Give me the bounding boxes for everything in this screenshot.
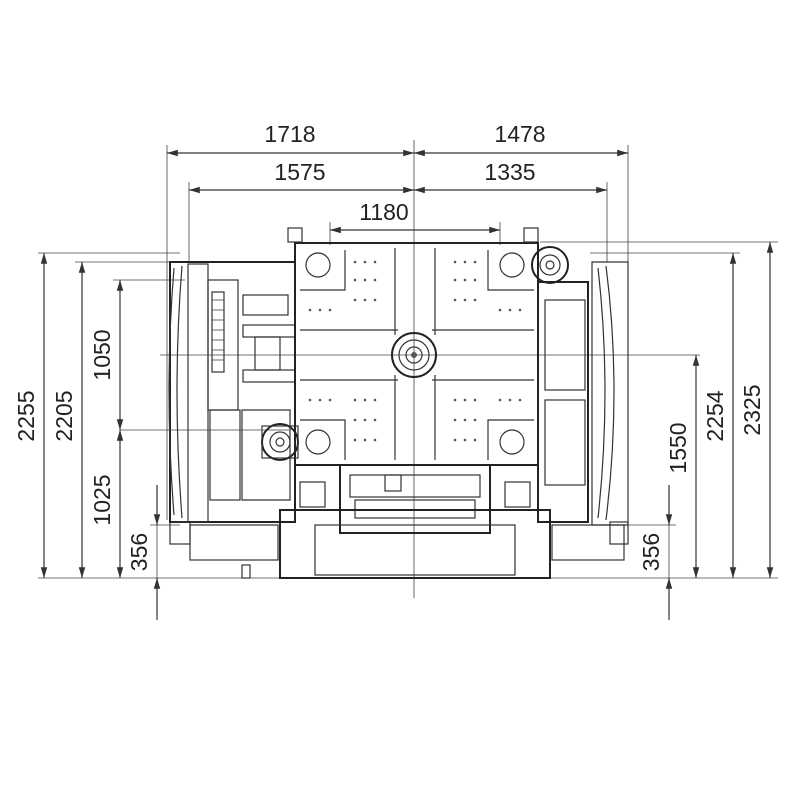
dim-label-2255: 2255: [13, 390, 39, 441]
dim-label-1575: 1575: [274, 159, 325, 185]
left-housing: [169, 261, 296, 523]
dim-label-2254: 2254: [702, 390, 728, 441]
left-motor-icon: [261, 423, 299, 461]
bottom-carriage: [339, 464, 491, 534]
connector-strip: [211, 291, 225, 373]
dim-label-1050: 1050: [89, 329, 115, 380]
dim-label-2325: 2325: [739, 384, 765, 435]
dim-label-1025: 1025: [89, 474, 115, 525]
worktable-dot-grid: [308, 260, 522, 442]
dim-label-1718: 1718: [264, 121, 315, 147]
right-dimensions: 2325 2254 1550 356: [540, 241, 778, 620]
base-block: [279, 509, 551, 579]
dim-label-356-left: 356: [126, 533, 152, 571]
dim-label-1478: 1478: [494, 121, 545, 147]
machine-body: [168, 227, 629, 579]
left-dimensions: 2255 2205 1050 1025 356: [13, 252, 560, 620]
dim-label-1335: 1335: [484, 159, 535, 185]
top-dimensions: 1718 1478 1575 1335 1180: [166, 121, 629, 520]
worktable-slots: [300, 248, 534, 460]
right-housing: [537, 281, 589, 523]
dim-label-356-right: 356: [638, 533, 664, 571]
dim-label-2205: 2205: [51, 390, 77, 441]
dim-label-1180: 1180: [359, 199, 408, 225]
dim-label-1550: 1550: [665, 422, 691, 473]
worktable-holes: [305, 252, 525, 455]
center-spindle-icon: [391, 332, 437, 378]
top-bolts: [287, 227, 539, 243]
